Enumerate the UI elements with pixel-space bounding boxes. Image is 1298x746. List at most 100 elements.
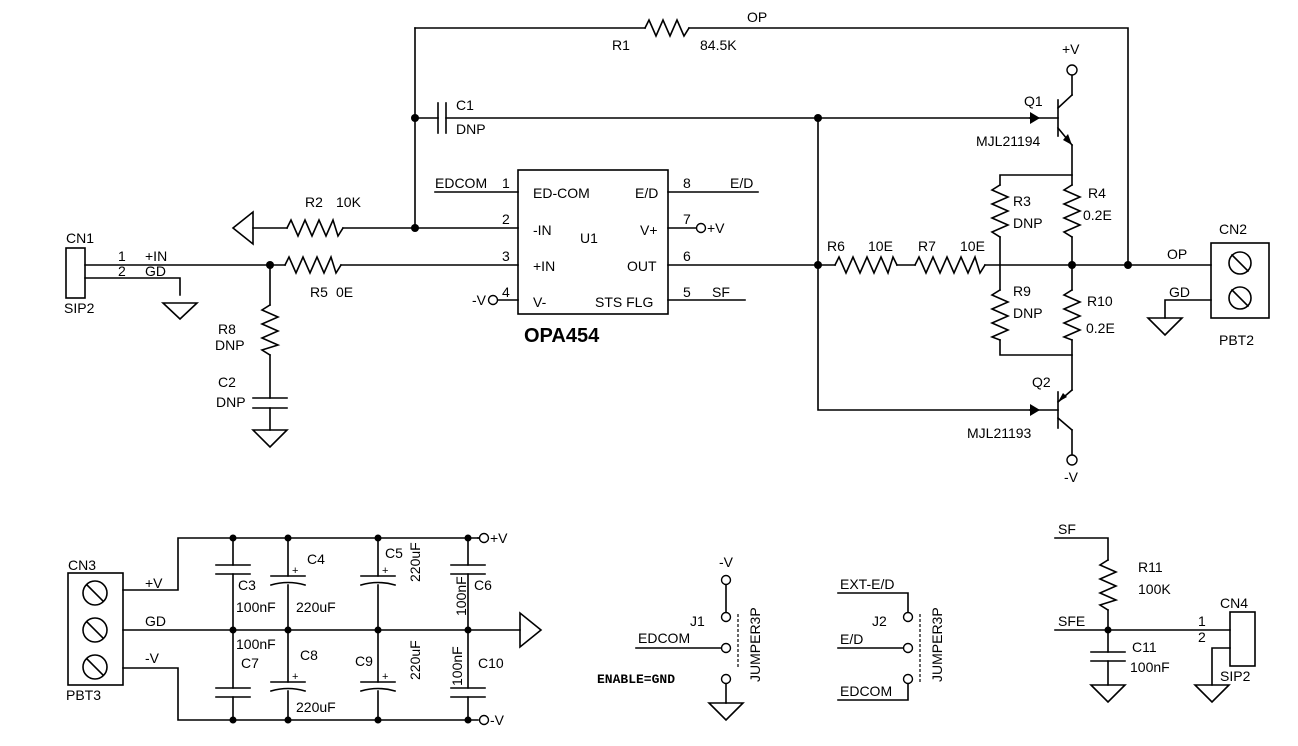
connector-cn2: CN2 PBT2 OP GD — [1167, 221, 1270, 348]
ground-c2-icon — [251, 429, 289, 449]
cn2-op-net: OP — [1167, 246, 1187, 262]
connector-cn1: CN1 SIP2 1 2 +IN GD — [64, 230, 167, 316]
vminus-u1-terminal — [487, 294, 499, 306]
j1-vminus-net: -V — [719, 554, 734, 570]
power-junction-dots — [229, 534, 472, 724]
q1-vplus-net: +V — [1062, 41, 1080, 57]
resistor-r6: R6 10E — [827, 238, 899, 276]
r7-value: 10E — [960, 238, 985, 254]
cn4-ref: CN4 — [1220, 595, 1248, 611]
cn4-sfe-net: SFE — [1058, 613, 1085, 629]
r10-ref: R10 — [1087, 293, 1113, 309]
j1-vminus-terminal — [720, 574, 732, 586]
capacitor-c1: C1 DNP — [437, 97, 486, 137]
r11-ref: R11 — [1138, 559, 1163, 575]
ground-r2-icon — [231, 210, 254, 246]
r3-value: DNP — [1013, 215, 1043, 231]
c9-ref: C9 — [355, 653, 373, 669]
c7-value: 100nF — [236, 636, 276, 652]
opamp-u1: ED-COM -IN +IN V- E/D V+ OUT STS FLG U1 … — [435, 169, 753, 347]
j2-ed-net: E/D — [840, 631, 863, 647]
r6-ref: R6 — [827, 238, 845, 254]
wires-main — [84, 27, 1212, 456]
c5-ref: C5 — [385, 545, 403, 561]
r8-ref: R8 — [218, 321, 236, 337]
resistor-r7: R7 10E — [913, 238, 987, 275]
jumper-j2: J2 JUMPER3P EXT-E/D E/D EDCOM — [837, 576, 945, 701]
j1-note: ENABLE=GND — [597, 672, 675, 687]
vminus-q2-terminal — [1066, 454, 1078, 466]
c9-plus: + — [382, 671, 388, 683]
u1-pin5-num: 5 — [683, 284, 691, 300]
c1-ref: C1 — [456, 97, 474, 113]
u1-pin1-net: EDCOM — [435, 175, 487, 191]
sf-filter: SF SFE R11 100K C11 100nF — [1054, 521, 1231, 704]
resistor-r4: R4 0.2E — [1062, 183, 1112, 239]
r5-value: 0E — [336, 284, 353, 300]
c11-value: 100nF — [1130, 659, 1170, 675]
r9-ref: R9 — [1013, 283, 1031, 299]
c10-ref: C10 — [478, 655, 504, 671]
cn3-type: PBT3 — [66, 687, 101, 703]
resistor-r3: R3 DNP — [990, 183, 1043, 239]
u1-pin5-name: STS FLG — [595, 294, 653, 310]
cn2-type: PBT2 — [1219, 332, 1254, 348]
c3-value: 100nF — [236, 599, 276, 615]
rail-vminus-terminal — [478, 714, 490, 726]
jumper-j1: -V J1 JUMPER3P EDCOM ENABLE=GND — [597, 554, 763, 722]
cn3-gd-net: GD — [145, 613, 166, 629]
cn3-ref: CN3 — [68, 557, 96, 573]
c8-ref: C8 — [300, 647, 318, 663]
u1-pin7-num: 7 — [683, 211, 691, 227]
capacitor-c2: C2 DNP — [216, 374, 288, 410]
c7-ref: C7 — [241, 655, 259, 671]
r10-value: 0.2E — [1086, 320, 1115, 336]
c3-ref: C3 — [238, 577, 256, 593]
cn1-type: SIP2 — [64, 300, 95, 316]
j2-exted-net: EXT-E/D — [840, 576, 894, 592]
resistor-r10: R10 0.2E — [1061, 288, 1115, 342]
ground-cn1-icon — [160, 302, 200, 321]
r1-ref: R1 — [612, 37, 630, 53]
u1-vminus-net: -V — [472, 292, 487, 308]
power-capacitors: + + + + — [215, 564, 486, 698]
c5-plus: + — [382, 565, 388, 577]
c4-plus: + — [292, 565, 298, 577]
r8-value: DNP — [215, 337, 245, 353]
c11-ref: C11 — [1132, 639, 1157, 655]
c9-value: 220uF — [407, 640, 423, 680]
j1-pin3 — [720, 673, 732, 685]
c6-value: 100nF — [453, 576, 469, 616]
cn3-vminus-net: -V — [145, 650, 160, 666]
ground-j1-icon — [707, 702, 745, 722]
u1-pin2-name: -IN — [533, 222, 552, 238]
c4-value: 220uF — [296, 599, 336, 615]
u1-pin1-num: 1 — [502, 175, 510, 191]
u1-pin6-num: 6 — [683, 248, 691, 264]
cn4-sf-net: SF — [1058, 521, 1076, 537]
c8-plus: + — [292, 671, 298, 683]
u1-part: OPA454 — [524, 325, 600, 347]
r7-ref: R7 — [918, 238, 936, 254]
junction-dots — [266, 114, 1132, 269]
j1-edcom-net: EDCOM — [638, 630, 690, 646]
power-cap-labels: C3 100nF C4 220uF C5 220uF C6 100nF 100n… — [236, 542, 504, 715]
cn4-pin1-num: 1 — [1198, 613, 1206, 629]
r9-value: DNP — [1013, 305, 1043, 321]
c4-ref: C4 — [307, 551, 325, 567]
j2-ref: J2 — [872, 613, 887, 629]
cn4-pin2-num: 2 — [1198, 629, 1206, 645]
resistor-r8: R8 DNP — [215, 303, 281, 357]
connector-cn4: CN4 SIP2 1 2 — [1198, 595, 1256, 684]
q2-vminus-net: -V — [1064, 469, 1079, 485]
u1-pin8-num: 8 — [683, 175, 691, 191]
q1-value: MJL21194 — [976, 133, 1041, 149]
rail-vplus-terminal — [478, 532, 490, 544]
j1-pin1 — [720, 611, 732, 623]
j2-type: JUMPER3P — [929, 607, 945, 682]
u1-pin8-name: E/D — [635, 185, 658, 201]
c5-value: 220uF — [407, 542, 423, 582]
q1-ref: Q1 — [1024, 93, 1043, 109]
c1-value: DNP — [456, 121, 486, 137]
